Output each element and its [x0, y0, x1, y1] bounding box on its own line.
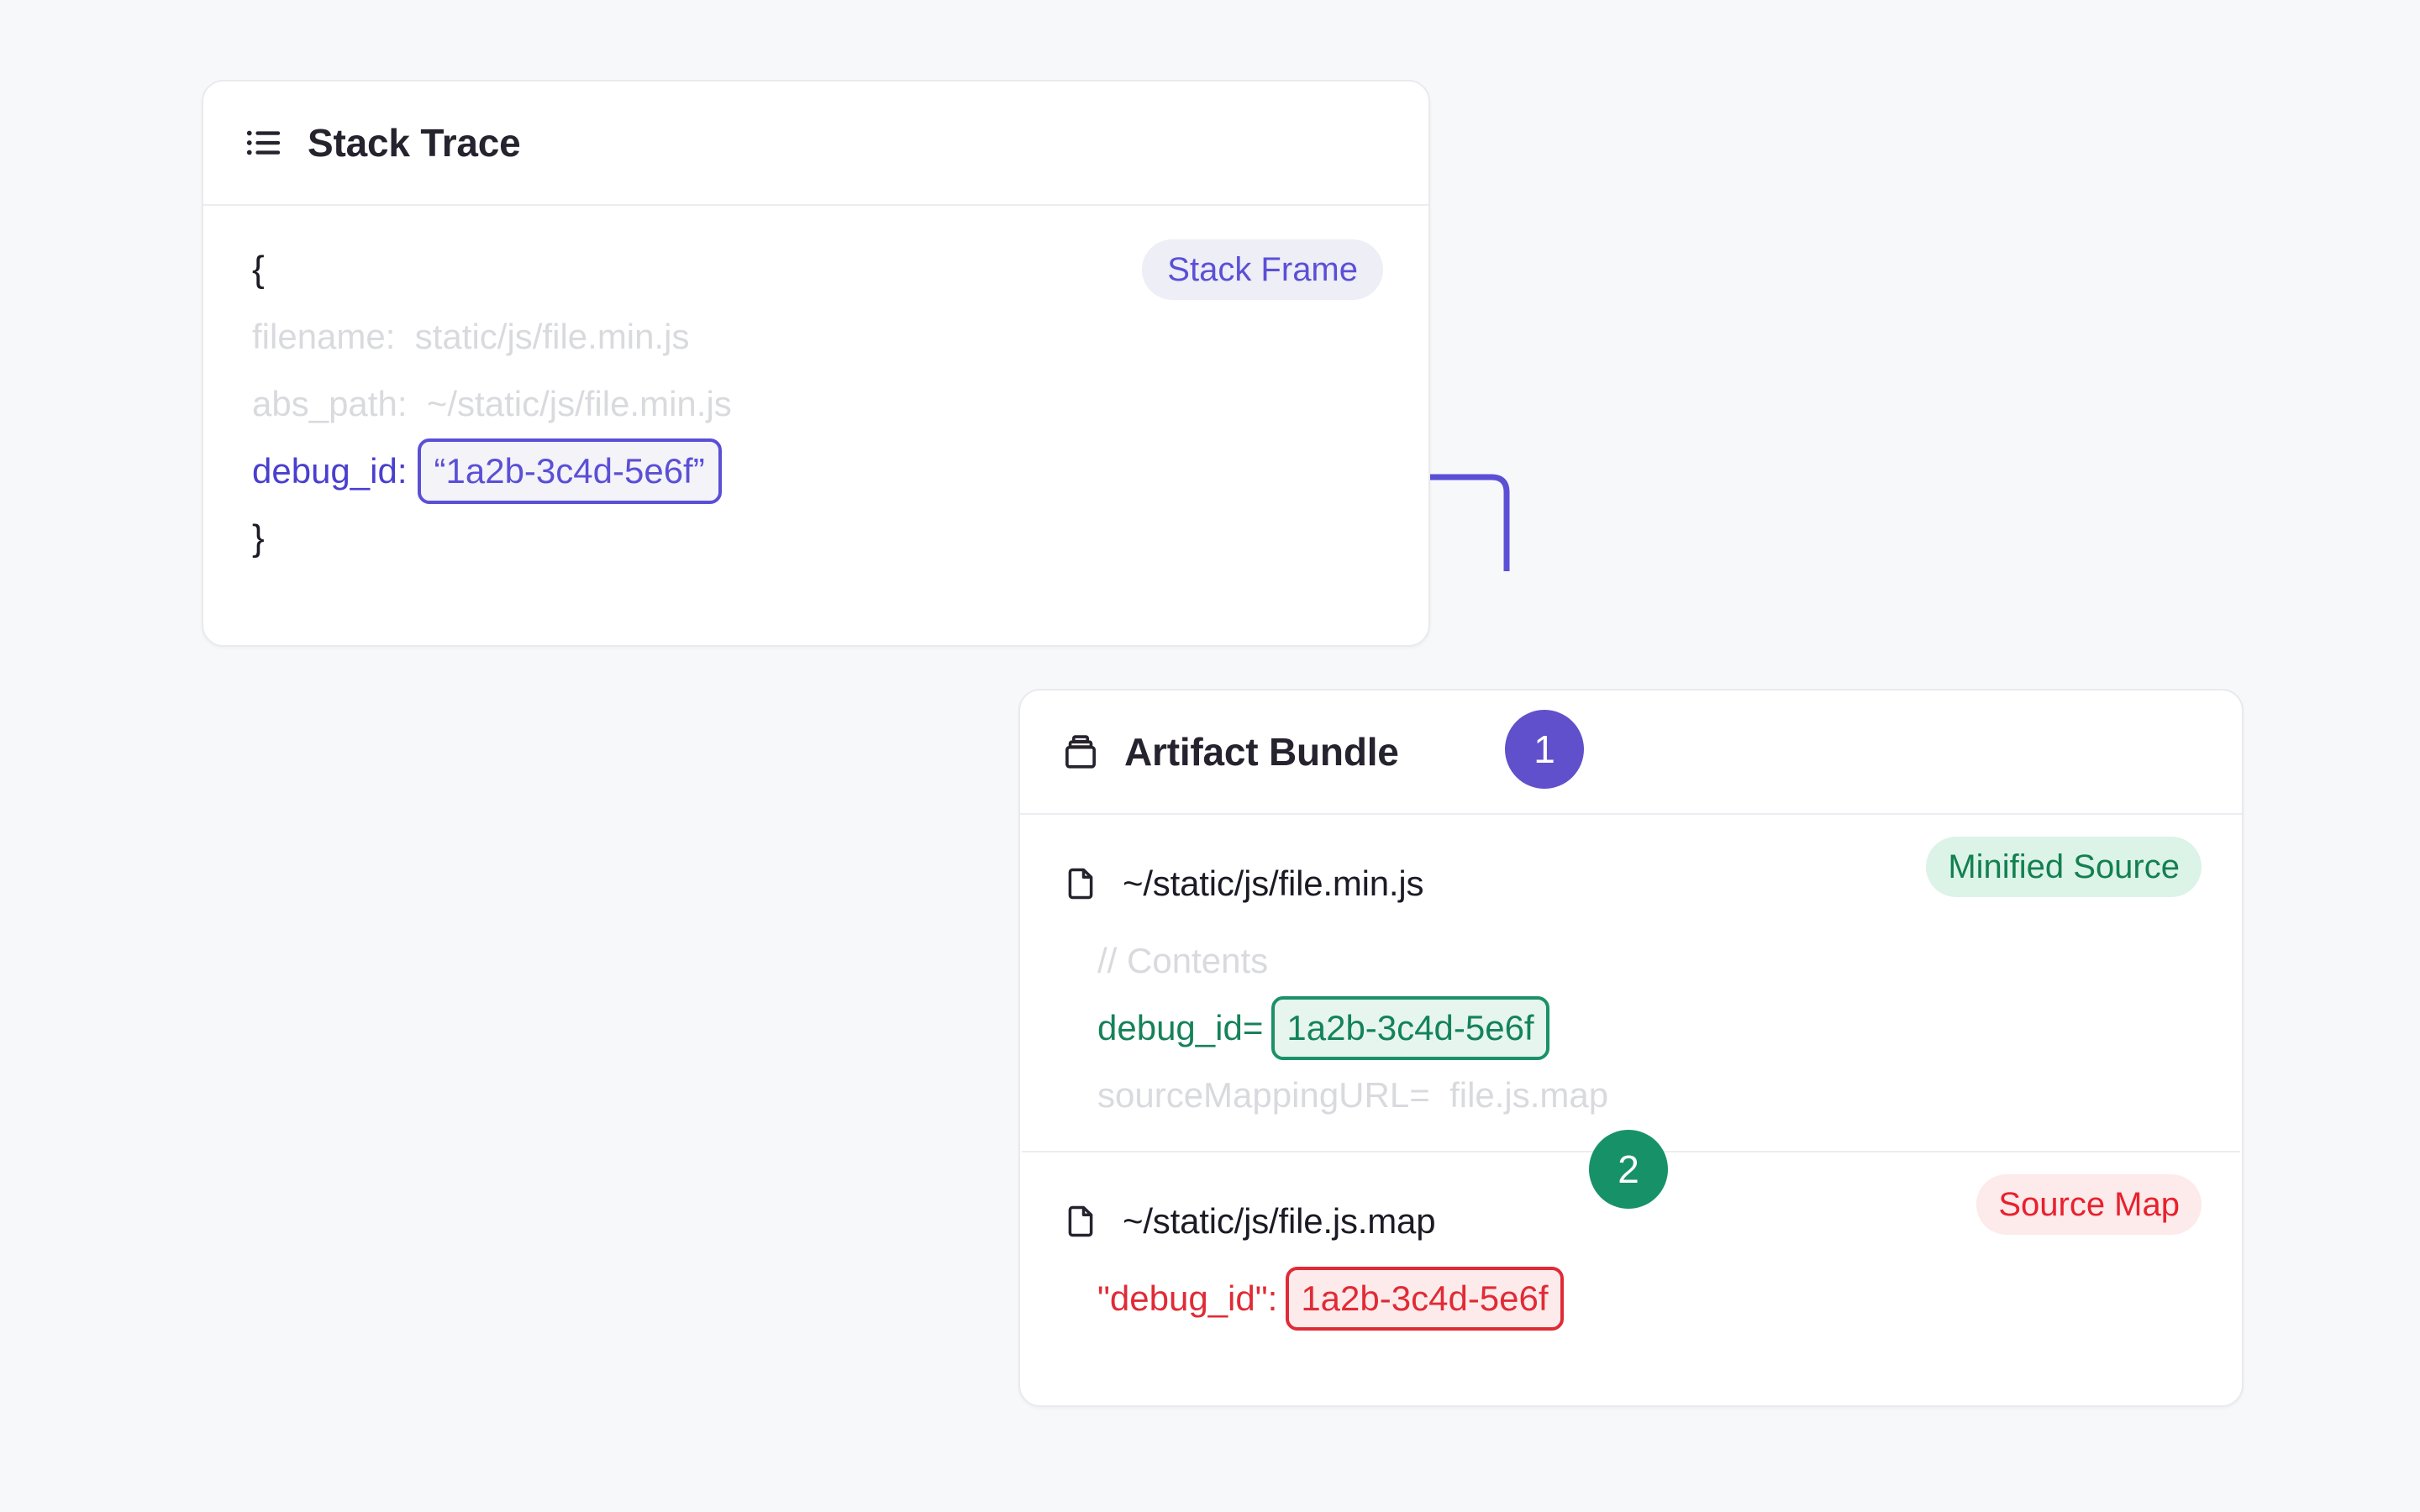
open-brace-line: {: [203, 236, 1428, 303]
archive-icon: [1060, 732, 1101, 772]
stack-trace-header: Stack Trace: [203, 81, 1428, 206]
sourcemap-debug-id-line: "debug_id": 1a2b-3c4d-5e6f: [1020, 1265, 2242, 1332]
artifact-bundle-title: Artifact Bundle: [1124, 730, 1399, 774]
file-icon: [1060, 864, 1101, 904]
step-marker-1: 1: [1505, 710, 1584, 789]
field-debug-id-key: debug_id:: [252, 451, 408, 491]
list-icon: [244, 123, 284, 163]
minified-sourcemapping-line: sourceMappingURL= file.js.map: [1020, 1062, 2242, 1129]
field-filename-key: filename:: [252, 317, 396, 356]
minified-sourcemapping-value: file.js.map: [1449, 1075, 1609, 1115]
minified-debug-id-value[interactable]: 1a2b-3c4d-5e6f: [1271, 996, 1549, 1060]
field-filename-value: static/js/file.min.js: [414, 317, 690, 356]
field-filename: filename: static/js/file.min.js: [203, 303, 1428, 370]
open-brace: {: [252, 249, 265, 290]
field-debug-id: debug_id: “1a2b-3c4d-5e6f”: [203, 438, 1428, 505]
step-marker-2: 2: [1589, 1130, 1668, 1209]
close-brace: }: [252, 517, 265, 559]
minified-sourcemapping-key: sourceMappingURL=: [1097, 1075, 1430, 1115]
sourcemap-file-row[interactable]: ~/static/js/file.js.map: [1020, 1178, 2242, 1265]
sourcemap-debug-id-value[interactable]: 1a2b-3c4d-5e6f: [1286, 1267, 1564, 1331]
artifact-bundle-card: Artifact Bundle Minified Source ~/static…: [1018, 689, 2244, 1407]
sourcemap-debug-id-key: "debug_id":: [1097, 1278, 1278, 1318]
minified-debug-id-line: debug_id= 1a2b-3c4d-5e6f: [1020, 995, 2242, 1062]
minified-contents-line: // Contents: [1020, 927, 2242, 995]
stack-trace-body: Stack Frame { filename: static/js/file.m…: [203, 206, 1428, 572]
file-icon: [1060, 1201, 1101, 1242]
field-abs-path-value: ~/static/js/file.min.js: [426, 384, 732, 423]
stack-trace-title: Stack Trace: [308, 121, 521, 165]
stack-frame-badge: Stack Frame: [1142, 239, 1383, 300]
artifact-file-minified: Minified Source ~/static/js/file.min.js …: [1020, 815, 2242, 1129]
minified-debug-id-key: debug_id=: [1097, 1008, 1264, 1047]
stack-trace-debug-id-value[interactable]: “1a2b-3c4d-5e6f”: [417, 438, 722, 504]
artifact-file-sourcemap: Source Map ~/static/js/file.js.map "debu…: [1020, 1152, 2242, 1332]
field-abs-path-key: abs_path:: [252, 384, 408, 423]
artifact-bundle-header: Artifact Bundle: [1020, 690, 2242, 815]
source-map-badge: Source Map: [1976, 1174, 2202, 1235]
minified-file-row[interactable]: ~/static/js/file.min.js: [1020, 840, 2242, 927]
minified-contents-text: // Contents: [1097, 941, 1269, 980]
minified-file-name: ~/static/js/file.min.js: [1123, 864, 1424, 903]
sourcemap-file-name: ~/static/js/file.js.map: [1123, 1201, 1436, 1241]
close-brace-line: }: [203, 505, 1428, 572]
field-abs-path: abs_path: ~/static/js/file.min.js: [203, 370, 1428, 438]
minified-source-badge: Minified Source: [1926, 837, 2202, 897]
stack-trace-card: Stack Trace Stack Frame { filename: stat…: [202, 80, 1430, 647]
